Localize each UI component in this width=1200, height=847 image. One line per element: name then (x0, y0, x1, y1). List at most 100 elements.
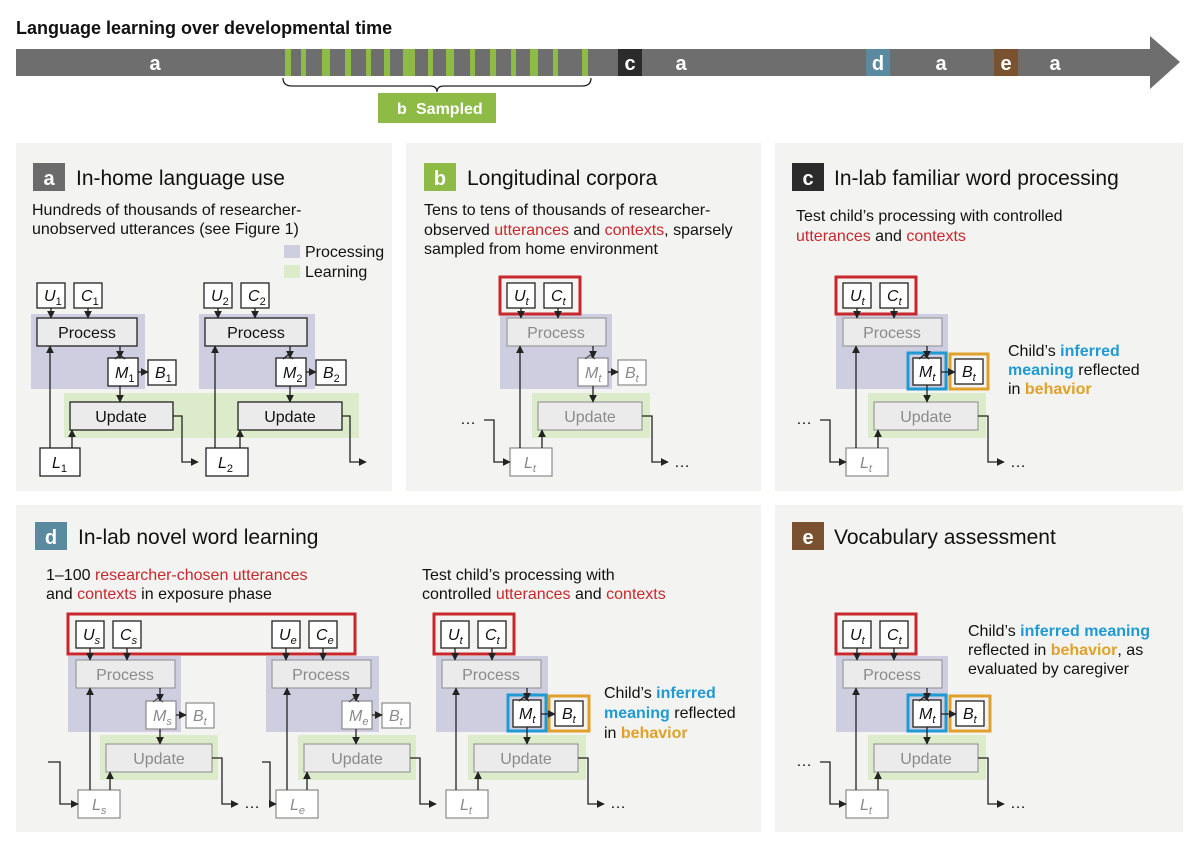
panel-e-badge: e (802, 527, 813, 549)
d-sym-Ct: Ct (485, 627, 501, 647)
d-sym-Me: Me (349, 708, 368, 728)
e-sym-Ct: Ct (887, 627, 903, 647)
timeline-a3: a (935, 53, 947, 75)
panel-d-note1: Child’s inferred (604, 685, 716, 702)
c-sym-Bt: Bt (962, 364, 977, 384)
b-sym-Lt: Lt (524, 455, 537, 475)
d-sym-Us: Us (83, 627, 101, 647)
panel-b-desc1: Tens to tens of thousands of researcher- (424, 202, 710, 219)
panel-a-badge: a (43, 168, 55, 190)
panel-c-note1: Child’s inferred (1008, 343, 1120, 360)
d-sym-Mt: Mt (519, 706, 536, 726)
panel-d: d In-lab novel word learning 1–100 resea… (16, 505, 761, 832)
panel-b-ellipsis-left: … (460, 411, 476, 428)
sym-B1: B1 (155, 365, 172, 385)
panel-c-note2: meaning reflected (1008, 362, 1140, 379)
panel-c-process: Process (863, 325, 921, 342)
d-sym-Ms: Ms (153, 708, 172, 728)
sym-U2: U2 (211, 288, 229, 308)
sym-U1: U1 (44, 288, 62, 308)
panel-a-title: In-home language use (76, 167, 285, 190)
panel-c-badge: c (802, 168, 813, 190)
panel-d-note2: meaning reflected (604, 705, 736, 722)
panel-e-ellipsis-right: … (1010, 795, 1026, 812)
panel-c-note3: in behavior (1008, 381, 1092, 398)
panel-d-desc1: 1–100 researcher-chosen utterances (46, 567, 308, 584)
sym-C1: C1 (81, 288, 99, 308)
timeline-e-block (994, 49, 1018, 76)
panel-b-update: Update (564, 409, 616, 426)
timeline-title: Language learning over developmental tim… (16, 18, 392, 38)
timeline-d: d (872, 53, 884, 75)
panel-b-title: Longitudinal corpora (467, 167, 658, 190)
timeline-a2: a (675, 53, 687, 75)
sym-C2: C2 (248, 288, 266, 308)
d-sym-Ut: Ut (448, 627, 464, 647)
panel-e-ellipsis-left: … (796, 753, 812, 770)
d-sym-Ls: Ls (92, 797, 107, 817)
panel-c-update: Update (900, 409, 952, 426)
panel-d-desc4: controlled utterances and contexts (422, 586, 666, 603)
e-sym-Bt: Bt (963, 706, 978, 726)
panel-a-process-1: Process (58, 325, 116, 342)
d-sym-Ue: Ue (279, 627, 297, 647)
legend-processing: Processing (305, 244, 384, 261)
timeline-a1: a (149, 53, 161, 75)
d-sym-Bt: Bt (562, 706, 577, 726)
panel-d-update-e: Update (331, 751, 383, 768)
c-sym-Mt: Mt (919, 364, 936, 384)
panel-a-desc2: unobserved utterances (see Figure 1) (32, 221, 299, 238)
timeline-c-block (618, 49, 642, 76)
panel-d-desc2: and contexts in exposure phase (46, 586, 272, 603)
legend-learning-swatch (284, 265, 300, 278)
d-sym-Le: Le (290, 797, 305, 817)
panel-b-desc3: sampled from home environment (424, 241, 658, 258)
e-sym-Lt: Lt (860, 797, 873, 817)
panel-d-desc3: Test child’s processing with (422, 567, 615, 584)
sampled-badge (378, 93, 496, 123)
sampled-brace (282, 77, 592, 93)
panel-d-process-t: Process (462, 667, 520, 684)
panel-d-ellipsis-2: … (610, 795, 626, 812)
legend-learning: Learning (305, 264, 367, 281)
panel-d-badge: d (45, 527, 57, 549)
sym-B2: B2 (323, 365, 340, 385)
panel-b-process: Process (527, 325, 585, 342)
panel-b-ellipsis-right: … (674, 454, 690, 471)
panel-d-update-s: Update (133, 751, 185, 768)
panel-d-note3: in behavior (604, 725, 688, 742)
d-sym-Bs: Bt (193, 708, 208, 728)
panel-e-note2: reflected in behavior, as (968, 642, 1143, 659)
panel-e: e Vocabulary assessment Ut Ct Process Mt… (775, 505, 1183, 832)
d-sym-Lt: Lt (460, 797, 473, 817)
panel-a-process-2: Process (227, 325, 285, 342)
panel-e-title: Vocabulary assessment (834, 526, 1056, 549)
panel-a-update-2: Update (264, 409, 316, 426)
panel-c-desc1: Test child’s processing with controlled (796, 208, 1063, 225)
panel-e-note3: evaluated by caregiver (968, 661, 1130, 678)
d-sym-Cs: Cs (120, 627, 138, 647)
sym-M1: M1 (115, 365, 134, 385)
panel-c-desc2: utterances and contexts (796, 228, 966, 245)
timeline-c: c (624, 53, 635, 75)
panel-a-update-1: Update (95, 409, 147, 426)
panel-a: a In-home language use Hundreds of thous… (16, 143, 392, 491)
panel-b: b Longitudinal corpora Tens to tens of t… (406, 143, 761, 491)
c-sym-Ct: Ct (887, 288, 903, 308)
panel-c-ellipsis-left: … (796, 411, 812, 428)
panel-d-title: In-lab novel word learning (78, 526, 318, 549)
d-sym-Be: Bt (389, 708, 404, 728)
panel-b-desc2: observed utterances and contexts, sparse… (424, 222, 733, 239)
sampled-stripes (285, 49, 588, 76)
timeline-e: e (1000, 53, 1011, 75)
d-sym-Ce: Ce (316, 627, 334, 647)
panel-c-ellipsis-right: … (1010, 454, 1026, 471)
e-sym-Ut: Ut (850, 627, 866, 647)
sym-L2: L2 (218, 455, 233, 475)
legend-processing-swatch (284, 245, 300, 258)
b-sym-Ct: Ct (551, 288, 567, 308)
c-sym-Lt: Lt (860, 455, 873, 475)
panel-d-update-t: Update (500, 751, 552, 768)
panel-e-note1: Child’s inferred meaning (968, 623, 1150, 640)
